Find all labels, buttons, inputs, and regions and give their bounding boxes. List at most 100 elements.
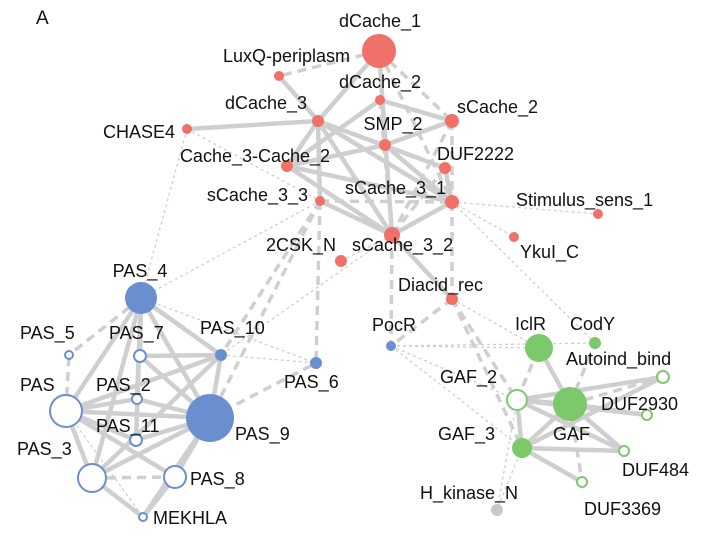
edge-GAF-CodY [568, 342, 597, 405]
node-PocR[interactable] [386, 341, 396, 351]
node-dCache_2[interactable] [375, 95, 385, 105]
edge-PAS_3-PAS_10 [90, 353, 223, 480]
node-label-CodY: CodY [570, 314, 615, 334]
node-PAS_9[interactable] [186, 394, 234, 442]
node-PAS_10[interactable] [215, 349, 227, 361]
edge-GAF-DUF3369 [568, 403, 584, 483]
edge-sCache_3_3-PAS_6 [314, 200, 322, 364]
edge-GAF_2-H_kinase_N [496, 399, 518, 511]
edge-PAS-PAS_5 [64, 354, 71, 412]
node-label-PAS_4: PAS_4 [113, 261, 168, 282]
node-PAS_6[interactable] [310, 357, 322, 369]
node-label-SMP_2: SMP_2 [363, 114, 422, 135]
edge-PAS_7-PAS_10 [139, 352, 222, 359]
node-DUF2930[interactable] [641, 409, 653, 421]
node-Stimulus_sens_1[interactable] [593, 209, 603, 219]
node-label-PAS_10: PAS_10 [200, 318, 265, 339]
edge-dCache_1-sCache_3_1 [377, 50, 454, 203]
edge-PAS_4-PAS_6 [140, 297, 317, 364]
node-label-PAS_9: PAS_9 [235, 424, 290, 445]
edge-PAS_4-PAS [64, 296, 143, 413]
node-IclR[interactable] [525, 334, 553, 362]
node-label-PAS: PAS [20, 375, 55, 395]
edge-dCache_2-sCache_2 [379, 97, 453, 124]
node-label-dCache_1: dCache_1 [339, 11, 421, 32]
node-DUF2222[interactable] [439, 162, 451, 174]
node-CodY[interactable] [589, 337, 601, 349]
node-DUF3369[interactable] [576, 476, 588, 488]
node-PAS_8[interactable] [163, 465, 187, 489]
node-PAS_3[interactable] [77, 463, 107, 493]
edge-sCache_3_1-Stimulus_sens_1 [451, 201, 599, 215]
edge-Diacid_rec-GAF_2 [450, 298, 519, 401]
edge-dCache_1-LuxQ [278, 49, 380, 78]
node-sCache_3_1[interactable] [445, 195, 459, 209]
edge-PAS_4-PAS_3 [89, 297, 144, 479]
node-label-GAF_3: GAF_3 [438, 424, 495, 445]
node-H_kinase_N[interactable] [491, 504, 503, 516]
node-label-dCache_2: dCache_2 [339, 72, 421, 93]
node-GAF_2[interactable] [506, 389, 528, 411]
edge-CHASE4-PAS_4 [140, 128, 188, 299]
edge-Diacid_rec-IclR [451, 298, 540, 349]
edge-PocR-CodY [390, 342, 596, 347]
node-PAS_7[interactable] [133, 349, 147, 363]
node-sCache_3_2[interactable] [384, 227, 400, 243]
node-label-sCache_3_2: sCache_3_2 [352, 235, 453, 256]
node-DUF484[interactable] [618, 445, 630, 457]
node-label-PAS_3: PAS_3 [17, 439, 72, 460]
edge-sCache_3_2-PocR [389, 234, 394, 347]
edge-sCache_3_3-PAS_9 [208, 200, 322, 419]
node-label-DUF3369: DUF3369 [584, 499, 661, 519]
panel-label: A [36, 8, 49, 29]
node-PAS[interactable] [49, 394, 83, 428]
node-label-2CSK_N: 2CSK_N [266, 235, 336, 256]
node-dCache_3[interactable] [312, 115, 324, 127]
node-PAS_11[interactable] [129, 433, 143, 447]
edge-PAS-MEKHLA [65, 410, 144, 518]
node-Diacid_rec[interactable] [446, 293, 458, 305]
node-label-sCache_3_3: sCache_3_3 [207, 185, 308, 206]
edge-sCache_3_3-sCache_3_1 [319, 199, 453, 204]
node-2CSK_N[interactable] [335, 255, 347, 267]
node-label-PAS_8: PAS_8 [190, 469, 245, 490]
node-LuxQ[interactable] [274, 71, 284, 81]
node-CHASE4[interactable] [182, 124, 192, 134]
edge-PAS_4-PAS_10 [139, 296, 223, 357]
node-label-CHASE4: CHASE4 [103, 122, 175, 142]
node-label-DUF2222: DUF2222 [437, 144, 514, 164]
edge-SMP_2-sCache_2 [384, 118, 453, 148]
edge-SMP_2-sCache_3_1 [383, 143, 454, 204]
node-PAS_4[interactable] [125, 282, 157, 314]
node-label-IclR: IclR [515, 314, 546, 334]
edges-layer [63, 49, 665, 519]
node-MEKHLA[interactable] [138, 512, 148, 522]
edge-Diacid_rec-PocR [389, 297, 454, 348]
node-Autoind_bind[interactable] [656, 370, 670, 384]
node-GAF[interactable] [553, 387, 587, 421]
node-label-dCache_3: dCache_3 [225, 93, 307, 114]
node-GAF_3[interactable] [512, 438, 532, 458]
node-PAS_5[interactable] [64, 350, 74, 360]
edge-PAS-PAS_9 [65, 408, 211, 421]
edge-GAF_3-Autoind_bind [520, 374, 665, 451]
node-label-Cache_3-Cache_2: Cache_3-Cache_2 [180, 146, 330, 167]
edge-GAF_3-H_kinase_N [496, 447, 523, 511]
node-label-GAF_2: GAF_2 [440, 367, 497, 388]
node-dCache_1[interactable] [362, 34, 396, 68]
edge-dCache_3-sCache_3_2 [316, 119, 394, 237]
edge-sCache_3_2-PAS_10 [220, 234, 393, 356]
node-sCache_2[interactable] [445, 114, 459, 128]
edge-sCache_2-sCache_3_2 [390, 120, 454, 236]
edge-LuxQ-dCache_3 [277, 74, 320, 123]
node-label-Autoind_bind: Autoind_bind [566, 349, 671, 370]
node-Cache_3-Cache_2[interactable] [281, 160, 293, 172]
node-sCache_3_3[interactable] [315, 196, 325, 206]
node-label-PAS_7: PAS_7 [109, 323, 164, 344]
node-PAS_2[interactable] [131, 393, 143, 405]
node-YkuI_C[interactable] [509, 232, 519, 242]
node-SMP_2[interactable] [379, 139, 391, 151]
node-label-PocR: PocR [372, 315, 416, 335]
edge-CHASE4-sCache_3_3 [186, 128, 321, 202]
